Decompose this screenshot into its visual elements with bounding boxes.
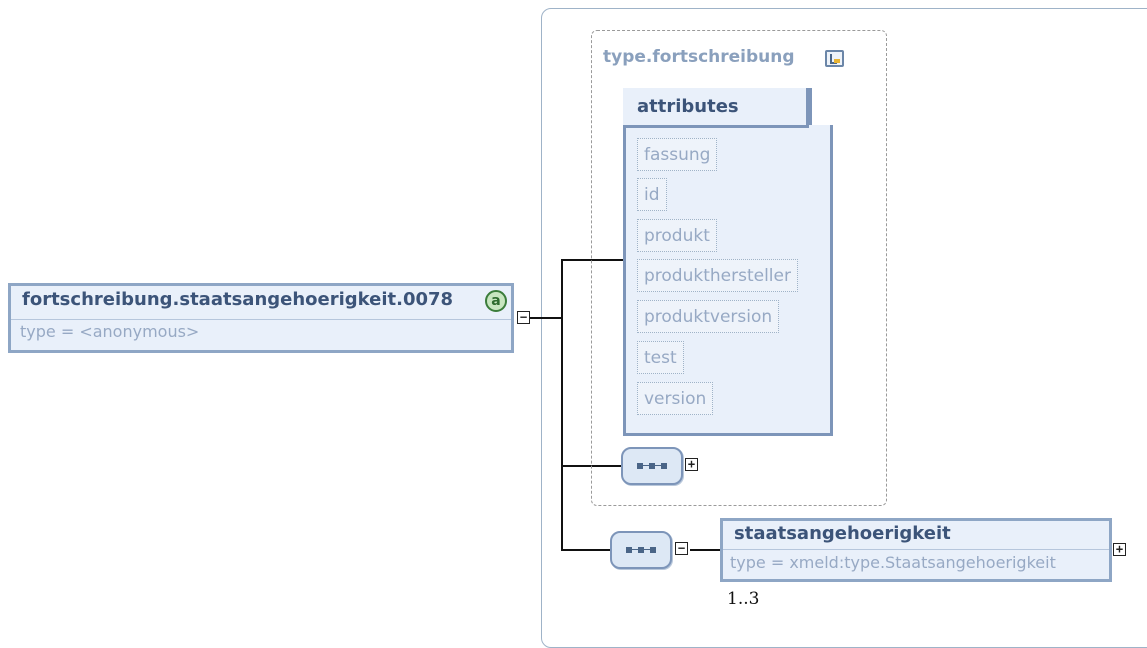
complex-type-icon — [825, 50, 844, 67]
attribute-item[interactable]: produktversion — [637, 300, 780, 333]
attribute-item[interactable]: produkthersteller — [637, 259, 798, 292]
inner-sequence-expand-toggle[interactable]: + — [685, 458, 698, 471]
connector-branch-vertical — [561, 259, 563, 551]
outer-sequence-collapse-toggle[interactable]: − — [675, 542, 688, 555]
type-group — [591, 30, 887, 506]
child-element-occurrence: 1..3 — [727, 589, 760, 609]
outer-sequence-compositor[interactable] — [610, 531, 672, 569]
attribute-item[interactable]: id — [637, 178, 667, 211]
attribute-item[interactable]: produkt — [637, 219, 717, 252]
attribute-item[interactable]: test — [637, 341, 684, 374]
root-element-type: type = <anonymous> — [20, 322, 200, 341]
root-element-divider — [11, 319, 511, 320]
attribute-item[interactable]: version — [637, 382, 714, 415]
child-element-type: type = xmeld:type.Staatsangehoerigkeit — [730, 553, 1056, 572]
attribute-item[interactable]: fassung — [637, 138, 718, 171]
connector-to-attributes — [561, 259, 623, 261]
attributes-title: attributes — [637, 96, 739, 117]
type-group-title[interactable]: type.fortschreibung — [603, 47, 795, 67]
child-element-name: staatsangehoerigkeit — [734, 523, 951, 544]
attribute-marker-icon: a — [485, 290, 507, 312]
connector-root-to-branch — [530, 317, 562, 319]
attributes-header — [623, 88, 809, 128]
child-element-box[interactable] — [720, 518, 1112, 582]
connector-sequence-to-child — [690, 549, 720, 551]
attributes-tab-notch — [809, 88, 833, 125]
child-element-expand-toggle[interactable]: + — [1113, 543, 1126, 556]
sequence-icon — [637, 463, 667, 469]
root-collapse-toggle[interactable]: − — [517, 311, 530, 324]
inner-sequence-compositor[interactable] — [621, 447, 683, 485]
root-element-name: fortschreibung.staatsangehoerigkeit.0078 — [22, 289, 454, 310]
child-element-divider — [723, 549, 1109, 550]
root-element-box[interactable] — [8, 283, 514, 353]
connector-to-outer-sequence — [561, 549, 610, 551]
sequence-icon — [626, 547, 656, 553]
